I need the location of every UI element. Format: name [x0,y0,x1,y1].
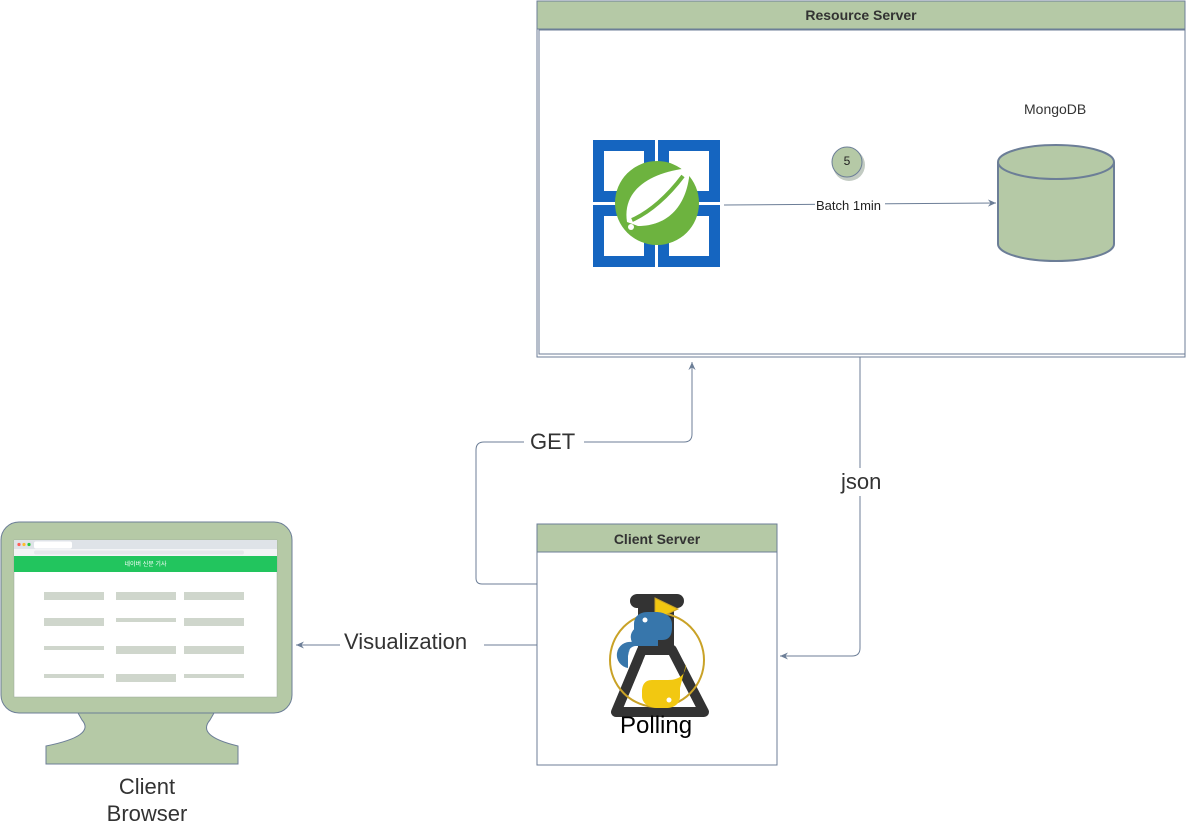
mini-card [184,592,244,600]
mini-card [44,592,104,600]
client-browser-label-line2: Browser [106,801,188,826]
get-edge [475,362,696,585]
mini-card [184,618,244,626]
mini-card [44,618,104,626]
json-label: json [841,469,882,494]
batch-label: Batch 1min [816,198,882,213]
step-badge [831,146,865,181]
app-banner-title: 네이버 신문 기사 [124,562,167,568]
get-label: GET [530,429,576,454]
client-server-header [536,523,778,553]
mini-card [184,674,244,678]
mini-card [116,618,176,622]
client-browser-label: Client Browser [60,773,234,827]
mini-article-grid [44,592,249,688]
client-server-title: Client Server [613,531,701,547]
resource-server-header [536,0,1186,30]
visualization-label: Visualization [344,629,468,654]
json-edge [780,357,861,660]
mini-card [184,646,244,654]
python-polling-icon [609,594,709,717]
mini-card [116,674,176,682]
mini-card [44,646,104,650]
mini-card [116,592,176,600]
mongodb-cylinder [997,144,1115,262]
spring-azure-icon [593,140,720,267]
client-browser-label-line1: Client [118,774,176,799]
resource-server-title: Resource Server [805,7,917,23]
app-banner-bar [14,556,277,572]
mini-card [44,674,104,678]
mongodb-label: MongoDB [1024,101,1087,117]
mini-card [116,646,176,654]
step-badge-number: 5 [843,154,851,168]
polling-label: Polling [620,712,693,739]
